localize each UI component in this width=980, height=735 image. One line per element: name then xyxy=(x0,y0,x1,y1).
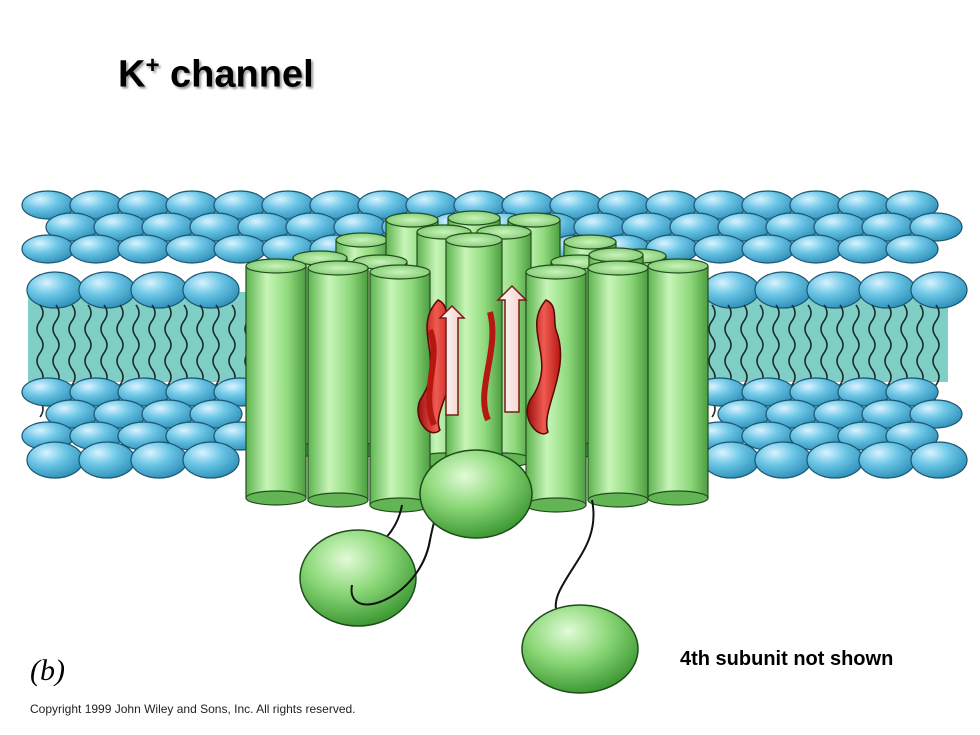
lipid-head xyxy=(885,234,939,264)
lipid-head xyxy=(213,234,267,264)
lipid-head xyxy=(78,271,136,309)
page-title: K+ channel xyxy=(118,52,314,96)
lipid-bilayer-lower xyxy=(21,377,968,479)
helix-cylinder xyxy=(525,264,587,513)
panel-label: (b) xyxy=(30,654,65,687)
ion-arrow-left xyxy=(438,304,466,416)
lipid-head xyxy=(78,441,136,479)
pore-filter xyxy=(417,284,562,435)
pore-strands xyxy=(426,311,496,427)
cytoplasmic-domain-left xyxy=(299,529,417,627)
lipid-head xyxy=(26,271,84,309)
helix-cylinder xyxy=(245,258,307,506)
lipid-head xyxy=(909,212,963,242)
lipid-head xyxy=(885,377,939,407)
lipid-head xyxy=(754,271,812,309)
lipid-head xyxy=(806,271,864,309)
lipid-head xyxy=(909,399,963,429)
lipid-head xyxy=(21,234,75,264)
lipid-head xyxy=(26,441,84,479)
lipid-head xyxy=(789,234,843,264)
lipid-head xyxy=(693,234,747,264)
copyright-notice: Copyright 1999 John Wiley and Sons, Inc.… xyxy=(30,702,356,716)
lipid-head xyxy=(189,399,243,429)
lipid-head xyxy=(858,441,916,479)
helix-cylinder xyxy=(647,258,709,506)
lipid-head xyxy=(885,190,939,220)
lipid-head xyxy=(702,441,760,479)
lipid-head xyxy=(910,271,968,309)
lipid-head xyxy=(837,234,891,264)
helix-cylinder xyxy=(307,260,369,508)
cytoplasmic-domain-center xyxy=(419,449,533,539)
lipid-head xyxy=(806,441,864,479)
subunit-note: 4th subunit not shown xyxy=(680,648,894,670)
lipid-head xyxy=(130,271,188,309)
pore-loop-right xyxy=(526,299,562,435)
ion-arrow-right xyxy=(496,284,528,413)
lipid-head xyxy=(182,271,240,309)
cytoplasmic-domain-right xyxy=(521,604,639,694)
lipid-head xyxy=(741,234,795,264)
lipid-head xyxy=(885,421,939,451)
lipid-head xyxy=(910,441,968,479)
lipid-head xyxy=(182,441,240,479)
lipid-head xyxy=(858,271,916,309)
linker-over-domain xyxy=(350,539,431,606)
lipid-head xyxy=(754,441,812,479)
lipid-head xyxy=(117,234,171,264)
helix-cylinder xyxy=(369,264,431,513)
lipid-head xyxy=(165,234,219,264)
helix-cylinder xyxy=(587,260,649,508)
lipid-head xyxy=(69,234,123,264)
lipid-head xyxy=(702,271,760,309)
lipid-head xyxy=(130,441,188,479)
